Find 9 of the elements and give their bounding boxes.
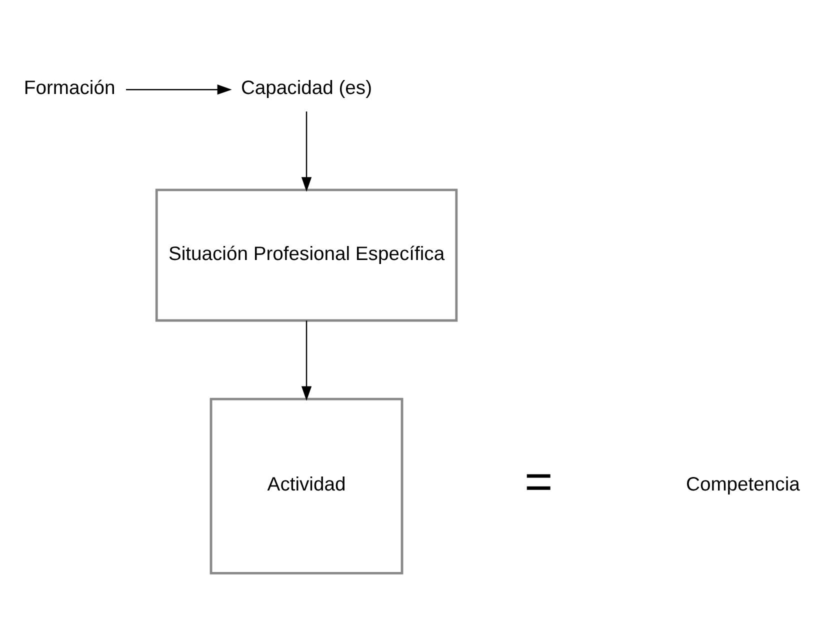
arrow xyxy=(301,320,312,400)
node-text: Competencia xyxy=(686,473,800,496)
arrow xyxy=(126,84,232,94)
arrow xyxy=(301,110,312,192)
node-text: Capacidad (es) xyxy=(240,76,372,99)
node-box: Situación Profesional Específica xyxy=(155,188,458,322)
node-box: Actividad xyxy=(210,397,404,574)
node-text: Formación xyxy=(24,76,116,99)
label: = xyxy=(524,454,553,509)
